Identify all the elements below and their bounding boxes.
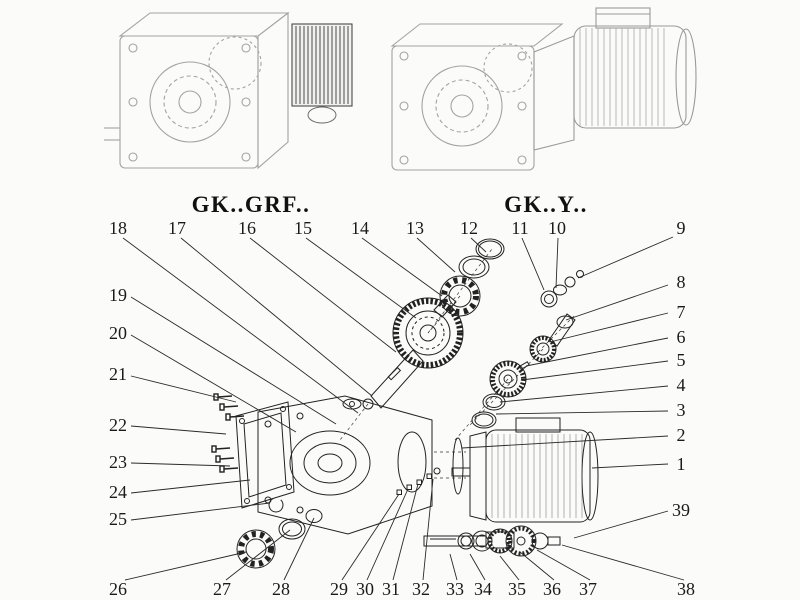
output-gear — [362, 294, 464, 410]
grf-input-adapter — [291, 23, 353, 124]
callout-39: 39 — [672, 500, 690, 520]
callout-11: 11 — [511, 218, 529, 238]
taper-bearing — [439, 275, 481, 317]
fastener-set — [396, 467, 441, 495]
model-label-grf: GK..GRF.. — [191, 192, 311, 217]
exploded-view-drawing — [211, 238, 599, 569]
callout-28: 28 — [272, 579, 290, 599]
callout-13: 13 — [406, 218, 424, 238]
alignment-axes — [339, 248, 576, 479]
callout-25: 25 — [109, 509, 127, 529]
callout-17: 17 — [168, 218, 186, 238]
callout-36: 36 — [543, 579, 561, 599]
callout-26: 26 — [109, 579, 127, 599]
callout-8: 8 — [676, 272, 686, 292]
gearbox-grf-drawing — [104, 11, 290, 170]
seal-rings — [458, 238, 505, 279]
callout-4: 4 — [676, 375, 686, 395]
intermediate-gear — [471, 360, 530, 429]
callout-30: 30 — [356, 579, 374, 599]
callout-18: 18 — [109, 218, 127, 238]
pinion-assembly — [529, 270, 584, 363]
callout-9: 9 — [676, 218, 686, 238]
callout-21: 21 — [109, 364, 127, 384]
callout-29: 29 — [330, 579, 348, 599]
model-label-y: GK..Y.. — [504, 192, 588, 217]
leader-lines — [122, 236, 685, 581]
callout-27: 27 — [213, 579, 231, 599]
callout-15: 15 — [294, 218, 312, 238]
callout-20: 20 — [109, 323, 127, 343]
callout-35: 35 — [508, 579, 526, 599]
callout-19: 19 — [109, 285, 127, 305]
screw-set — [211, 393, 245, 473]
y-motor-shape — [533, 7, 697, 151]
callout-16: 16 — [238, 218, 256, 238]
output-shaft-assembly — [423, 525, 561, 557]
housing-outline — [257, 395, 433, 535]
callout-3: 3 — [676, 400, 686, 420]
callout-38: 38 — [677, 579, 695, 599]
lower-bearing-set — [236, 497, 323, 569]
callout-33: 33 — [446, 579, 464, 599]
motor-shape — [451, 417, 599, 523]
callout-1: 1 — [676, 454, 686, 474]
callout-23: 23 — [109, 452, 127, 472]
flange-plate — [235, 401, 295, 509]
gearbox-y-drawing — [390, 23, 564, 171]
callout-24: 24 — [109, 482, 127, 502]
callout-14: 14 — [351, 218, 369, 238]
callout-31: 31 — [382, 579, 400, 599]
callout-6: 6 — [676, 327, 686, 347]
callout-22: 22 — [109, 415, 127, 435]
callout-5: 5 — [676, 350, 686, 370]
callout-37: 37 — [579, 579, 597, 599]
callout-10: 10 — [548, 218, 566, 238]
callout-2: 2 — [676, 425, 686, 445]
callout-7: 7 — [676, 302, 686, 322]
callout-32: 32 — [412, 579, 430, 599]
callout-12: 12 — [460, 218, 478, 238]
callout-34: 34 — [474, 579, 492, 599]
